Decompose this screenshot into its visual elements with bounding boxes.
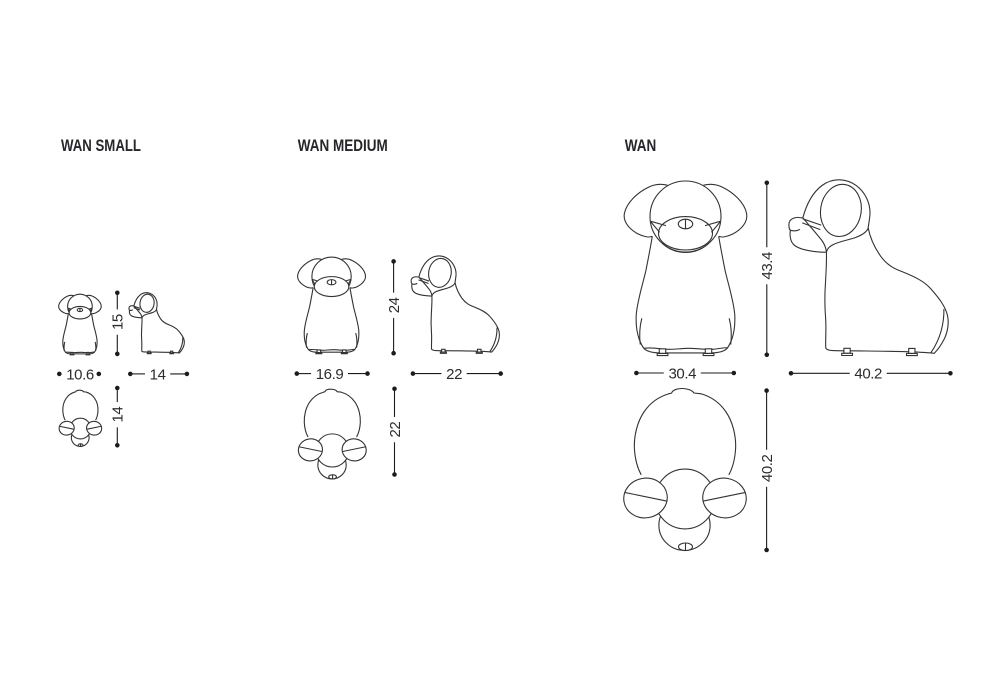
svg-text:16.9: 16.9 <box>316 366 344 383</box>
svg-text:24: 24 <box>386 297 403 313</box>
svg-text:WAN: WAN <box>625 137 657 155</box>
svg-text:10.6: 10.6 <box>66 366 94 383</box>
svg-text:30.4: 30.4 <box>668 365 696 382</box>
svg-text:40.2: 40.2 <box>854 366 882 383</box>
svg-text:22: 22 <box>387 422 404 438</box>
svg-text:43.4: 43.4 <box>759 252 776 280</box>
svg-text:22: 22 <box>446 366 462 383</box>
svg-text:40.2: 40.2 <box>759 454 776 482</box>
svg-text:WAN SMALL: WAN SMALL <box>61 137 141 155</box>
svg-text:14: 14 <box>150 366 166 383</box>
svg-text:15: 15 <box>110 314 127 330</box>
svg-text:WAN MEDIUM: WAN MEDIUM <box>298 137 388 155</box>
svg-text:14: 14 <box>110 407 127 423</box>
